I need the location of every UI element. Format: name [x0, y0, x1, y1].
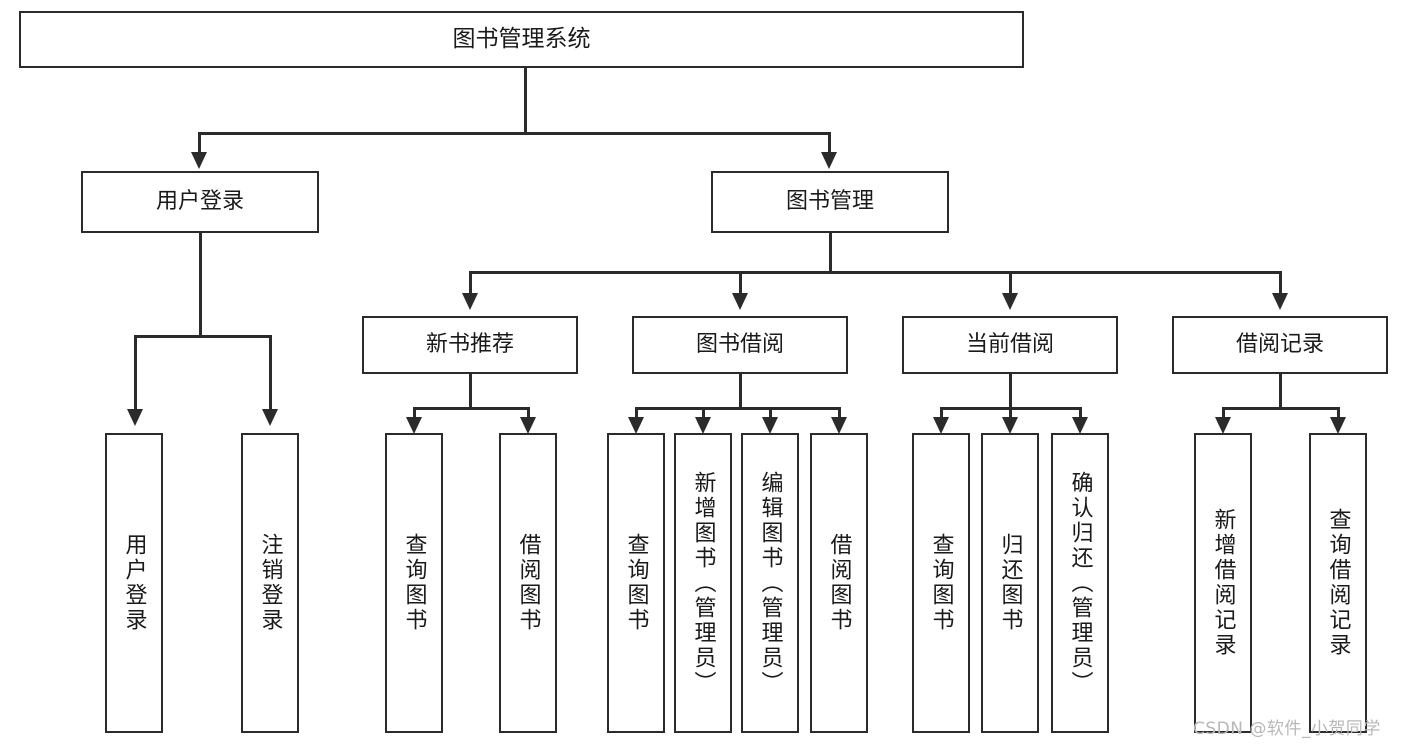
arrowhead-login-to-leaf1 — [127, 409, 143, 426]
arrowhead-newbook-to-leaf2 — [520, 417, 536, 434]
node-label: 确认归还（管理员） — [1067, 470, 1093, 696]
leaf-query-book-newbook[interactable]: 查询图书 — [385, 433, 443, 733]
node-label: 图书管理 — [785, 189, 874, 215]
node-borrow-records[interactable]: 借阅记录 — [1172, 316, 1388, 374]
edge-newbook-to-leaf2 — [527, 407, 530, 421]
arrowhead-login-to-leaf2 — [262, 409, 278, 426]
arrowhead-borrow-to-leaf1 — [628, 417, 644, 434]
leaf-query-book-current[interactable]: 查询图书 — [912, 433, 970, 733]
edge-root-stem — [524, 68, 527, 134]
edge-borrow-to-leaf1 — [635, 407, 638, 421]
edge-current-stem — [1009, 374, 1012, 409]
edge-borrow-to-leaf2 — [702, 407, 705, 421]
arrowhead-records-to-leaf1 — [1215, 417, 1231, 434]
node-label: 用户登录 — [155, 189, 244, 215]
edge-current-to-leaf3 — [1079, 407, 1082, 421]
leaf-edit-book-admin[interactable]: 编辑图书（管理员） — [741, 433, 799, 733]
arrowhead-root-to-login — [191, 152, 207, 169]
arrowhead-borrow-to-leaf4 — [831, 417, 847, 434]
edge-borrow-stem — [739, 374, 742, 409]
node-label: 借阅图书 — [515, 533, 541, 633]
edge-bookmgmt-to-borrow — [739, 271, 742, 297]
edge-newbook-to-leaf1 — [413, 407, 416, 421]
edge-bookmgmt-to-records — [1279, 271, 1282, 297]
arrowhead-records-to-leaf2 — [1330, 417, 1346, 434]
edge-records-bus — [1222, 407, 1339, 410]
edge-bookmgmt-stem — [829, 233, 832, 273]
edge-borrow-bus — [635, 407, 840, 410]
edge-login-to-leaf1 — [134, 335, 137, 413]
node-label: 归还图书 — [997, 533, 1023, 633]
watermark-csdn: CSDN @软件_小贺同学 — [1193, 719, 1381, 739]
node-user-login[interactable]: 用户登录 — [81, 171, 319, 233]
arrowhead-borrow-to-leaf3 — [762, 417, 778, 434]
arrowhead-bookmgmt-to-borrow — [732, 293, 748, 310]
arrowhead-current-to-leaf1 — [933, 417, 949, 434]
node-label: 编辑图书（管理员） — [757, 470, 783, 696]
leaf-logout-login[interactable]: 注销登录 — [241, 433, 299, 733]
edge-current-to-leaf2 — [1009, 407, 1012, 421]
node-label: 图书借阅 — [695, 332, 784, 358]
leaf-return-book[interactable]: 归还图书 — [981, 433, 1039, 733]
node-root-system[interactable]: 图书管理系统 — [19, 11, 1024, 68]
edge-records-to-leaf1 — [1222, 407, 1225, 421]
leaf-add-book-admin[interactable]: 新增图书（管理员） — [674, 433, 732, 733]
arrowhead-root-to-bookmgmt — [821, 152, 837, 169]
arrowhead-newbook-to-leaf1 — [406, 417, 422, 434]
edge-login-stem — [199, 233, 202, 337]
edge-root-to-bookmgmt — [828, 132, 831, 156]
edge-records-to-leaf2 — [1337, 407, 1340, 421]
node-label: 借阅图书 — [826, 533, 852, 633]
node-label: 借阅记录 — [1235, 332, 1324, 358]
node-label: 查询借阅记录 — [1325, 508, 1351, 658]
edge-login-to-leaf2 — [269, 335, 272, 413]
edge-bookmgmt-to-current — [1009, 271, 1012, 297]
edge-borrow-to-leaf3 — [769, 407, 772, 421]
node-new-book-recommend[interactable]: 新书推荐 — [362, 316, 578, 374]
arrowhead-bookmgmt-to-current — [1002, 293, 1018, 310]
arrowhead-bookmgmt-to-new — [462, 293, 478, 310]
edge-newbook-stem — [469, 374, 472, 409]
edge-current-to-leaf1 — [940, 407, 943, 421]
edge-root-bus — [198, 132, 830, 135]
leaf-query-book-borrow[interactable]: 查询图书 — [607, 433, 665, 733]
node-label: 当前借阅 — [965, 332, 1054, 358]
edge-level3-bus — [469, 271, 1279, 274]
node-label: 新书推荐 — [425, 332, 514, 358]
edge-borrow-to-leaf4 — [838, 407, 841, 421]
leaf-add-borrow-record[interactable]: 新增借阅记录 — [1194, 433, 1252, 733]
leaf-borrow-book-newbook[interactable]: 借阅图书 — [499, 433, 557, 733]
node-label: 查询图书 — [401, 533, 427, 633]
node-label: 新增图书（管理员） — [690, 470, 716, 696]
arrowhead-current-to-leaf2 — [1002, 417, 1018, 434]
arrowhead-borrow-to-leaf2 — [695, 417, 711, 434]
node-current-borrow[interactable]: 当前借阅 — [902, 316, 1118, 374]
node-label: 图书管理系统 — [452, 26, 591, 53]
node-book-borrow[interactable]: 图书借阅 — [632, 316, 848, 374]
node-label: 用户登录 — [121, 533, 147, 633]
leaf-user-login[interactable]: 用户登录 — [105, 433, 163, 733]
arrowhead-current-to-leaf3 — [1072, 417, 1088, 434]
node-label: 查询图书 — [623, 533, 649, 633]
node-label: 查询图书 — [928, 533, 954, 633]
node-book-management[interactable]: 图书管理 — [711, 171, 949, 233]
edge-newbook-bus — [413, 407, 529, 410]
leaf-query-borrow-record[interactable]: 查询借阅记录 — [1309, 433, 1367, 733]
node-label: 新增借阅记录 — [1210, 508, 1236, 658]
arrowhead-bookmgmt-to-records — [1272, 293, 1288, 310]
leaf-confirm-return-admin[interactable]: 确认归还（管理员） — [1051, 433, 1109, 733]
edge-root-to-login — [198, 132, 201, 156]
leaf-borrow-book-borrow[interactable]: 借阅图书 — [810, 433, 868, 733]
node-label: 注销登录 — [257, 533, 283, 633]
edge-login-bus — [134, 335, 271, 338]
edge-records-stem — [1279, 374, 1282, 409]
edge-bookmgmt-to-new — [469, 271, 472, 297]
